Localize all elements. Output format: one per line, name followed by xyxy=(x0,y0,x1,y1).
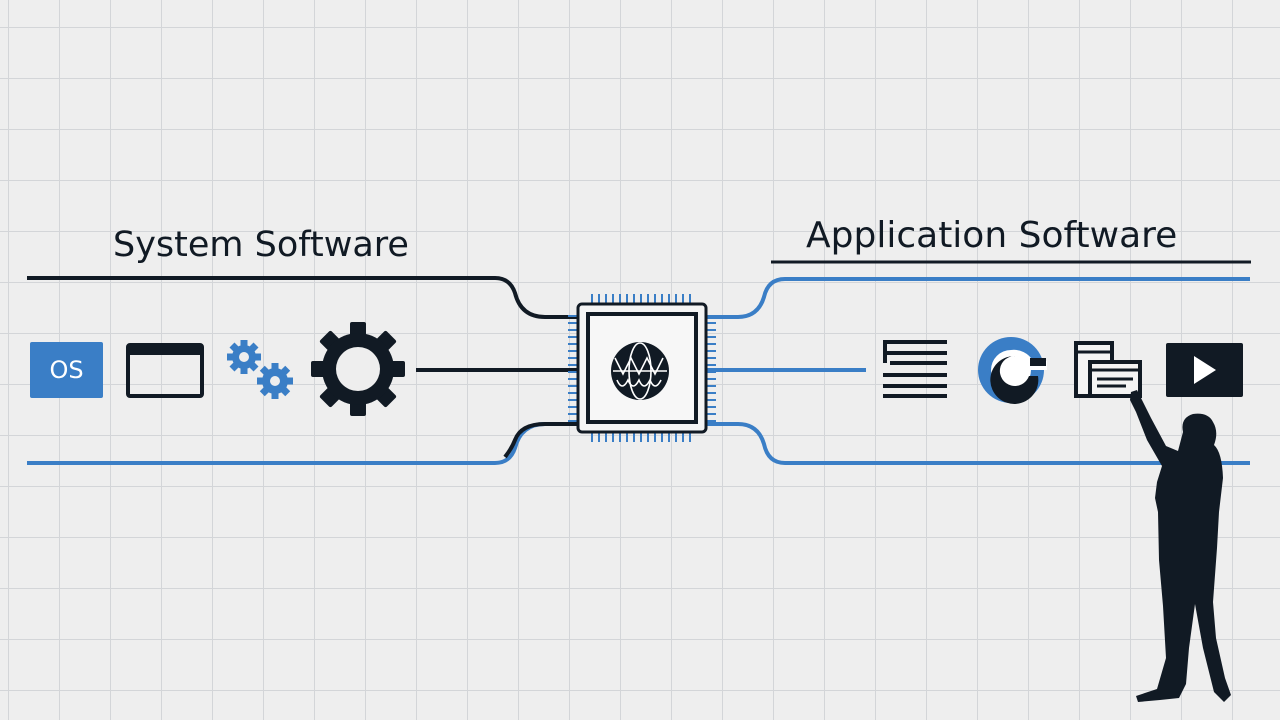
system-top-line xyxy=(27,276,578,319)
chip-pins xyxy=(568,294,716,442)
globe-icon xyxy=(611,342,669,400)
small-gears-icon xyxy=(227,340,293,399)
stacked-windows-icon xyxy=(1074,341,1142,398)
play-button-icon xyxy=(1166,343,1243,397)
system-bottom-line-dark-joint xyxy=(503,422,578,459)
small-gear-lower xyxy=(257,363,293,399)
person-silhouette-icon xyxy=(1130,390,1231,702)
system-bottom-line xyxy=(27,422,578,465)
small-gear-upper xyxy=(227,340,261,374)
gear-icon xyxy=(311,322,405,416)
text-document-icon xyxy=(883,340,947,398)
cpu-chip-icon xyxy=(568,294,716,442)
circular-app-icon xyxy=(978,337,1047,404)
chip-inner-frame xyxy=(586,312,698,424)
os-label: OS xyxy=(49,356,84,384)
os-badge-icon: OS xyxy=(30,342,103,398)
system-software-heading: System Software xyxy=(113,225,409,265)
application-software-heading: Application Software xyxy=(806,215,1178,256)
application-top-line xyxy=(706,277,1250,319)
window-icon xyxy=(126,343,204,398)
application-bottom-line xyxy=(706,422,1250,465)
